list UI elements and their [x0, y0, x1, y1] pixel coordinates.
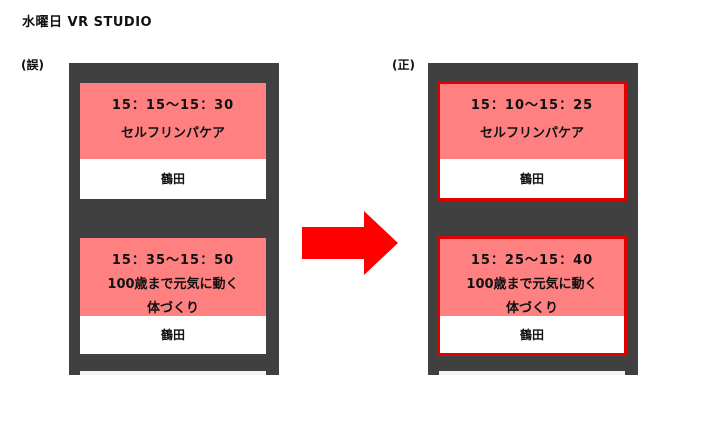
- session-instructor: 鶴田: [80, 316, 266, 354]
- card-header: 15：10～15：25 セルフリンパケア: [439, 83, 625, 159]
- session-title-line1: 100歳まで元気に動く: [466, 277, 598, 292]
- session-time: 15：10～15：25: [470, 98, 594, 113]
- session-title: セルフリンパケア: [120, 126, 225, 141]
- card-header: 15：15～15：30 セルフリンパケア: [80, 83, 266, 159]
- session-card-correct-1: 15：10～15：25 セルフリンパケア 鶴田: [437, 81, 627, 201]
- right-arrow-icon: [302, 211, 398, 275]
- correct-label: (正): [392, 58, 415, 72]
- session-title-line1: 100歳まで元気に動く: [107, 277, 239, 292]
- session-title: セルフリンパケア: [479, 126, 584, 141]
- next-card-edge: [439, 371, 625, 375]
- session-card-wrong-1: 15：15～15：30 セルフリンパケア 鶴田: [80, 83, 266, 199]
- session-card-correct-2: 15：25～15：40 100歳まで元気に動く 体づくり 鶴田: [437, 236, 627, 356]
- next-card-edge: [80, 371, 266, 375]
- correct-schedule-column: 15：10～15：25 セルフリンパケア 鶴田 15：25～15：40 100歳…: [428, 63, 638, 375]
- session-title-line2: 体づくり: [146, 301, 199, 316]
- session-instructor: 鶴田: [439, 316, 625, 354]
- session-title: 100歳まで元気に動く 体づくり: [439, 268, 625, 327]
- session-time: 15：15～15：30: [111, 98, 235, 113]
- session-time: 15：35～15：50: [111, 253, 235, 268]
- session-card-wrong-2: 15：35～15：50 100歳まで元気に動く 体づくり 鶴田: [80, 238, 266, 354]
- session-instructor: 鶴田: [80, 159, 266, 199]
- card-header: 15：25～15：40 100歳まで元気に動く 体づくり: [439, 238, 625, 316]
- card-header: 15：35～15：50 100歳まで元気に動く 体づくり: [80, 238, 266, 316]
- page-title: 水曜日 VR STUDIO: [22, 15, 153, 30]
- session-title: 100歳まで元気に動く 体づくり: [80, 268, 266, 327]
- wrong-schedule-column: 15：15～15：30 セルフリンパケア 鶴田 15：35～15：50 100歳…: [69, 63, 279, 375]
- session-time: 15：25～15：40: [470, 253, 594, 268]
- session-instructor: 鶴田: [439, 159, 625, 199]
- session-title-line2: 体づくり: [505, 301, 558, 316]
- wrong-label: (誤): [21, 58, 44, 72]
